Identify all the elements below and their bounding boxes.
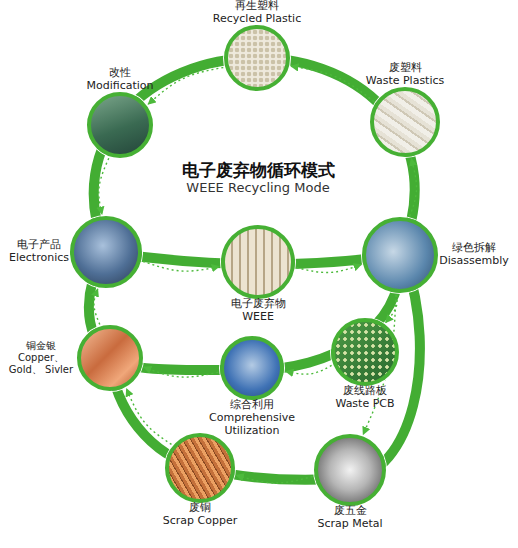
image-circle: 废铜Scrap Copper [165,433,235,503]
node-label: 废铜 [150,502,250,515]
node-label: Recycled Plastic [202,13,312,26]
flow-arrow [94,289,100,324]
node-label: 电子产品 [6,239,72,252]
node-label: 铜金银 [3,340,79,352]
node-label: 改性 [75,67,165,80]
image-circle: 电子废弃物WEEE [221,225,295,299]
flow-arrow [291,66,374,102]
image-circle: 废塑料Waste Plastics [370,87,440,157]
node-label: 废线路板 [320,385,410,398]
image-circle: 废线路板Waste PCB [331,318,399,386]
node-label: 综合利用 [202,399,302,412]
flow-arrow [144,367,218,377]
image-circle: 改性Modification [87,92,153,158]
node-label: Copper、Gold、 Sivler [3,352,79,376]
node-label: WEEE [208,311,308,324]
node-caption: 废五金Scrap Metal [300,505,400,531]
flow-arrow [143,261,219,271]
image-circle: 废五金Scrap Metal [314,434,386,506]
node-label: Modification [75,80,165,93]
node-label: 废塑料 [355,62,455,75]
node-label: 绿色拆解 [437,242,511,255]
flow-arrow [410,158,417,216]
image-circle: 铜金银Copper、Gold、 Sivler [77,325,143,391]
node-caption: 废塑料Waste Plastics [355,62,455,88]
title-box: 电子废弃物循环模式WEEE Recycling Mode [148,160,368,197]
node-caption: 绿色拆解Disassembly [437,242,511,268]
node-label: Waste Plastics [355,75,455,88]
flow-arrow [127,389,172,445]
node-caption: 铜金银Copper、Gold、 Sivler [3,340,79,375]
node-caption: 改性Modification [75,67,165,93]
node-caption: 电子废弃物WEEE [208,298,308,324]
node-label: 电子废弃物 [208,298,308,311]
diagram-title: 电子废弃物循环模式 [148,160,368,180]
node-label: Comprehensive Utilization [202,412,302,438]
node-label: Waste PCB [320,398,410,411]
node-label: Electronics [6,252,72,265]
node-caption: 电子产品Electronics [6,239,72,265]
node-label: Scrap Metal [300,518,400,531]
node-caption: 废铜Scrap Copper [150,502,250,528]
node-label: Disassembly [437,255,511,268]
flow-arrow [286,365,332,374]
flow-arrow [297,265,362,273]
node-label: 废五金 [300,505,400,518]
image-circle: 再生塑料Recycled Plastic [224,25,290,91]
node-caption: 再生塑料Recycled Plastic [202,0,312,26]
flow-arrow [386,295,397,323]
image-circle: 电子产品Electronics [70,216,142,288]
node-caption: 废线路板Waste PCB [320,385,410,411]
image-circle: 综合利用Comprehensive Utilization [220,336,284,400]
node-label: Scrap Copper [150,515,250,528]
flow-arrow [148,67,223,104]
flow-arrow [236,475,312,483]
node-caption: 综合利用Comprehensive Utilization [202,399,302,438]
node-label: 再生塑料 [202,0,312,13]
flow-arrow [99,158,109,214]
diagram-subtitle: WEEE Recycling Mode [148,180,368,197]
image-circle: 绿色拆解Disassembly [362,217,438,293]
